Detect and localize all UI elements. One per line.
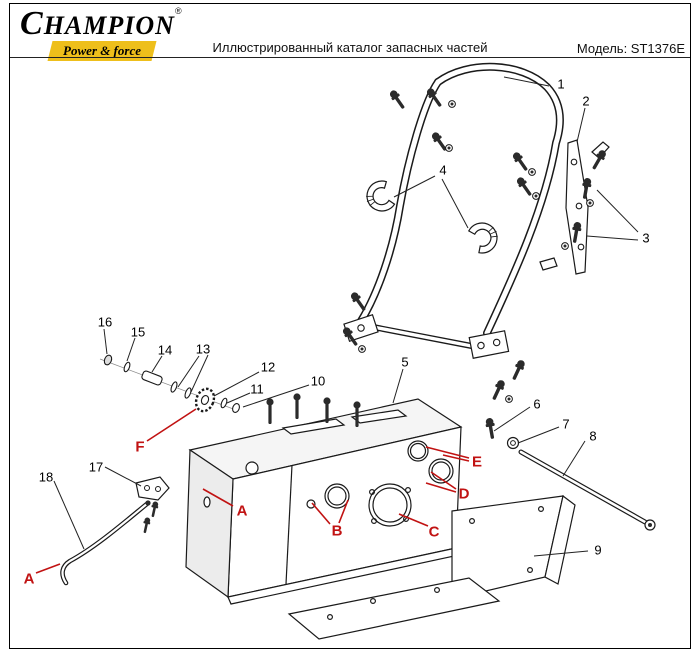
letter-A: A <box>236 502 248 520</box>
callout-5: 5 <box>401 354 409 370</box>
letter-C: C <box>428 523 440 541</box>
part-skid-plate <box>451 494 576 600</box>
callout-17: 17 <box>88 459 104 475</box>
letter-F: F <box>135 438 145 456</box>
part-bottom-panel <box>287 577 501 640</box>
hardware-bolts <box>340 86 608 440</box>
callout-2: 2 <box>582 93 590 109</box>
part-housing <box>185 393 463 605</box>
callout-10: 10 <box>310 373 326 389</box>
model-label: Модель: ST1376E <box>576 41 685 56</box>
page-title: Иллюстрированный каталог запасных частей <box>212 40 488 55</box>
callout-7: 7 <box>562 416 570 432</box>
callout-6: 6 <box>533 396 541 412</box>
callout-1: 1 <box>557 76 565 92</box>
letter-E: E <box>471 453 483 471</box>
callout-9: 9 <box>594 542 602 558</box>
callout-18: 18 <box>38 469 54 485</box>
champion-logo: CHAMPION® Power & force <box>20 6 182 61</box>
carriage-bolts <box>266 393 361 427</box>
part-clamp-right <box>467 222 498 254</box>
registered-mark-icon: ® <box>174 6 182 16</box>
callout-14: 14 <box>157 342 173 358</box>
part-bracket-small <box>135 476 170 534</box>
letter-D: D <box>458 485 470 503</box>
callout-16: 16 <box>97 314 113 330</box>
part-clamp-left <box>366 180 396 212</box>
callout-8: 8 <box>589 428 597 444</box>
part-crank-assembly <box>99 354 240 413</box>
leader-lines <box>53 76 639 557</box>
header-divider <box>10 57 690 58</box>
callout-4: 4 <box>439 162 447 178</box>
brand-row: CHAMPION® <box>20 6 182 42</box>
callout-12: 12 <box>260 359 276 375</box>
callout-13: 13 <box>195 341 211 357</box>
part-rod-bent <box>60 500 151 586</box>
red-leader-lines <box>35 408 470 574</box>
callout-11: 11 <box>250 381 264 397</box>
part-washer <box>506 436 520 450</box>
part-rod-long <box>518 449 656 531</box>
letter-B: B <box>331 522 343 540</box>
callout-3: 3 <box>642 230 650 246</box>
part-handle-frame <box>343 62 564 359</box>
brand-name: CHAMPION <box>20 5 175 42</box>
callout-15: 15 <box>130 324 146 340</box>
letter-A-2: A <box>23 570 35 588</box>
